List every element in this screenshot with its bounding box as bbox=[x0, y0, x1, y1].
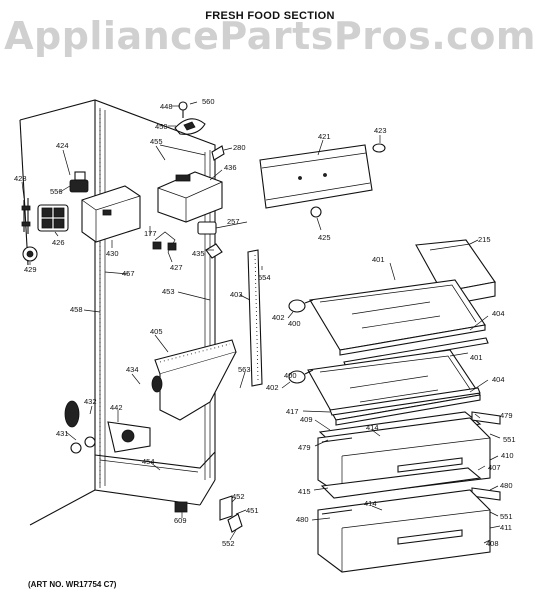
callout-452: 452 bbox=[232, 492, 245, 501]
hinge-part bbox=[21, 198, 31, 234]
callout-401-b: 401 bbox=[470, 353, 483, 362]
callout-480: 480 bbox=[500, 481, 513, 490]
callout-428: 428 bbox=[14, 174, 27, 183]
callout-400: 400 bbox=[288, 319, 301, 328]
callout-454: 454 bbox=[142, 457, 155, 466]
callout-551: 551 bbox=[503, 435, 516, 444]
callout-560: 560 bbox=[202, 97, 215, 106]
control-cover bbox=[81, 185, 141, 243]
callout-215: 215 bbox=[478, 235, 491, 244]
controls-lower bbox=[64, 400, 151, 454]
callout-479: 479 bbox=[500, 411, 513, 420]
callout-177: 177 bbox=[144, 229, 157, 238]
callout-451: 451 bbox=[246, 506, 259, 515]
callout-609: 609 bbox=[174, 516, 187, 525]
callout-403: 403 bbox=[230, 290, 243, 299]
callout-424: 424 bbox=[56, 141, 69, 150]
callout-479-b: 479 bbox=[298, 443, 311, 452]
callout-435: 435 bbox=[192, 249, 205, 258]
callout-427: 427 bbox=[170, 263, 183, 272]
callout-434: 434 bbox=[126, 365, 139, 374]
callout-423: 423 bbox=[374, 126, 387, 135]
watermark-text: AppliancePartsPros.com bbox=[4, 14, 536, 58]
callout-411: 411 bbox=[500, 523, 512, 532]
leader-lines bbox=[21, 101, 501, 544]
crisper-cover-lower bbox=[320, 467, 482, 499]
cabinet-liner bbox=[19, 99, 216, 526]
shelf-rail-lower bbox=[329, 387, 481, 416]
callout-421: 421 bbox=[318, 132, 331, 141]
callout-257: 257 bbox=[227, 217, 240, 226]
bracket-hardware bbox=[174, 495, 243, 533]
callout-480-b: 480 bbox=[296, 515, 309, 524]
callout-414-b: 414 bbox=[364, 499, 377, 508]
callout-labels: 448 560 450 421 423 424 455 280 436 428 … bbox=[14, 97, 516, 548]
dial-part bbox=[22, 246, 38, 262]
light-shield bbox=[211, 145, 225, 161]
control-knob-block bbox=[69, 171, 89, 193]
deflector-panel bbox=[259, 143, 386, 218]
wiring-parts bbox=[152, 221, 223, 259]
callout-414: 414 bbox=[366, 423, 379, 432]
callout-556: 556 bbox=[50, 187, 63, 196]
callout-408: 408 bbox=[486, 539, 499, 548]
glass-shelf-lower bbox=[288, 349, 481, 426]
callout-429: 429 bbox=[24, 265, 37, 274]
callout-563: 563 bbox=[238, 365, 251, 374]
callout-410: 410 bbox=[501, 451, 514, 460]
callout-453: 453 bbox=[162, 287, 175, 296]
callout-405: 405 bbox=[150, 327, 163, 336]
callout-458: 458 bbox=[70, 305, 83, 314]
callout-425: 425 bbox=[318, 233, 331, 242]
art-number: (ART NO. WR17754 C7) bbox=[28, 580, 117, 589]
crisper-drawer-lower bbox=[317, 489, 491, 573]
callout-551-b: 551 bbox=[500, 512, 513, 521]
callout-430: 430 bbox=[106, 249, 119, 258]
callout-432: 432 bbox=[84, 397, 97, 406]
callout-431: 431 bbox=[56, 429, 69, 438]
callout-417: 417 bbox=[286, 407, 299, 416]
callout-448: 448 bbox=[160, 102, 173, 111]
callout-407: 407 bbox=[488, 463, 501, 472]
callout-455: 455 bbox=[150, 137, 163, 146]
slide-rail-right-upper bbox=[471, 411, 501, 425]
callout-409: 409 bbox=[300, 415, 313, 424]
callout-402-b: 402 bbox=[266, 383, 279, 392]
callout-415: 415 bbox=[298, 487, 311, 496]
callout-554: 554 bbox=[258, 273, 271, 282]
light-assembly bbox=[174, 101, 206, 135]
diagram-title: FRESH FOOD SECTION bbox=[205, 10, 335, 22]
door-shelf-bin bbox=[151, 339, 237, 421]
callout-400-b: 400 bbox=[284, 371, 297, 380]
callout-442: 442 bbox=[110, 403, 123, 412]
callout-436: 436 bbox=[224, 163, 237, 172]
air-duct bbox=[157, 171, 223, 223]
control-housing bbox=[37, 204, 69, 232]
callout-450: 450 bbox=[155, 122, 168, 131]
callout-401: 401 bbox=[372, 255, 385, 264]
shelf-channel bbox=[247, 249, 263, 387]
callout-426: 426 bbox=[52, 238, 65, 247]
callout-552: 552 bbox=[222, 539, 235, 548]
callout-280: 280 bbox=[233, 143, 246, 152]
callout-402: 402 bbox=[272, 313, 285, 322]
callout-457: 457 bbox=[122, 269, 135, 278]
callout-404-b: 404 bbox=[492, 375, 505, 384]
callout-404: 404 bbox=[492, 309, 505, 318]
glass-shelf-upper bbox=[288, 279, 486, 356]
